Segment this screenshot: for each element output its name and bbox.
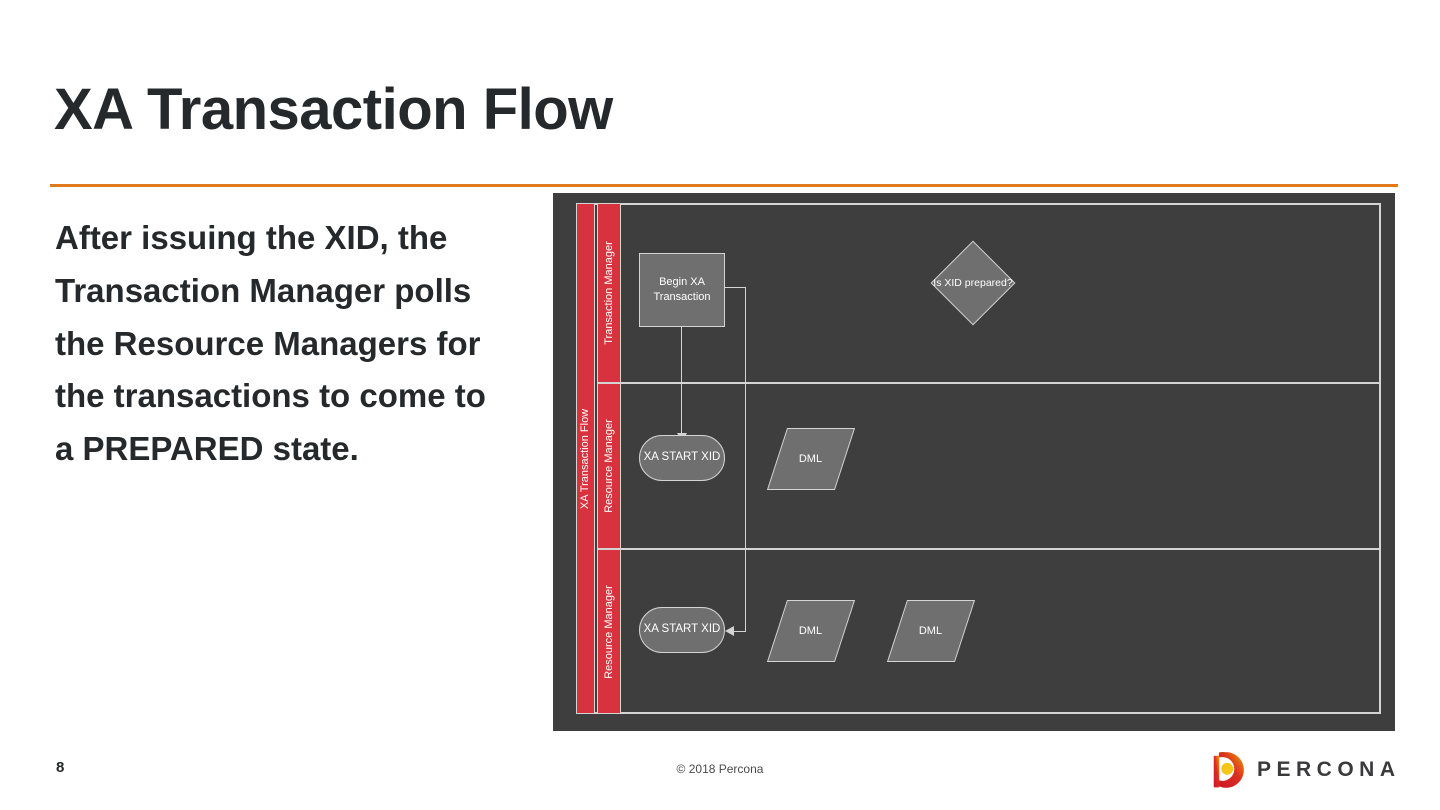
- lane-body-transaction-manager: [621, 203, 1381, 383]
- percona-logo-icon: [1213, 751, 1244, 788]
- percona-wordmark: PERCONA: [1257, 758, 1401, 781]
- shape-begin-xa-transaction-label: Begin XA Transaction: [653, 276, 711, 303]
- copyright-notice: © 2018 Percona: [676, 762, 764, 776]
- shape-xa-start-xid-rm1[interactable]: XA START XID: [639, 435, 725, 481]
- shape-xa-start-xid-rm2-label: XA START XID: [643, 623, 721, 636]
- pool-title-label: XA Transaction Flow: [579, 408, 592, 509]
- shape-xa-start-xid-rm1-label: XA START XID: [643, 451, 721, 464]
- shape-is-xid-prepared[interactable]: Is XID prepared?: [930, 240, 1016, 326]
- lane-header-resource-manager-2: Resource Manager: [597, 549, 621, 714]
- pool-title-band: XA Transaction Flow: [576, 203, 595, 714]
- lane-label-resource-manager-2: Resource Manager: [603, 584, 615, 679]
- shape-xa-start-xid-rm2[interactable]: XA START XID: [639, 607, 725, 653]
- shape-begin-xa-transaction[interactable]: Begin XA Transaction: [639, 253, 725, 327]
- connector-begin-to-rm1-line: [681, 326, 682, 435]
- lane-body-resource-manager-1: [621, 383, 1381, 549]
- lane-header-resource-manager-1: Resource Manager: [597, 383, 621, 549]
- xa-transaction-flow-diagram: XA Transaction Flow Transaction Manager …: [553, 193, 1395, 731]
- connector-begin-to-rm2-stub: [725, 287, 745, 288]
- shape-dml-rm2-2-label: DML: [919, 624, 943, 637]
- lane-header-transaction-manager: Transaction Manager: [597, 203, 621, 383]
- connector-begin-to-rm2-arrowhead: [725, 626, 734, 636]
- connector-begin-to-rm2-elbow: [733, 631, 746, 632]
- shape-dml-rm1-1-label: DML: [799, 452, 823, 465]
- page-number: 8: [56, 759, 65, 776]
- lane-body-resource-manager-2: [621, 549, 1381, 714]
- slide-body-text: After issuing the XID, the Transaction M…: [55, 219, 486, 468]
- percona-logo: PERCONA: [1207, 750, 1397, 790]
- connector-begin-to-rm2-line: [745, 287, 746, 631]
- page-title: XA Transaction Flow: [54, 77, 613, 142]
- title-accent-rule: [50, 184, 1398, 187]
- shape-is-xid-prepared-label: Is XID prepared?: [933, 277, 1013, 289]
- lane-label-resource-manager-1: Resource Manager: [603, 419, 615, 513]
- lane-label-transaction-manager: Transaction Manager: [603, 241, 616, 345]
- shape-dml-rm2-1-label: DML: [799, 624, 823, 637]
